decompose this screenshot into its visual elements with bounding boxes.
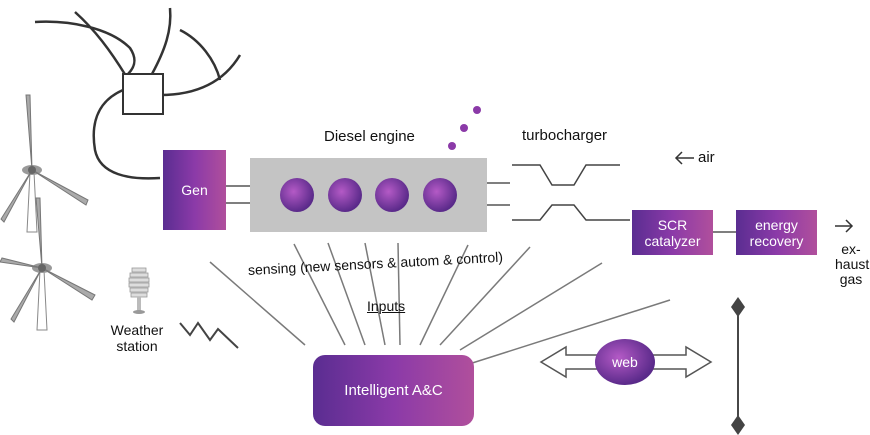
exhaust-dots xyxy=(448,106,481,150)
gen-engine-shaft xyxy=(226,185,250,204)
sensing-lines xyxy=(209,242,671,366)
wind-turbine-icon xyxy=(0,94,89,233)
diesel-engine-label: Diesel engine xyxy=(324,128,415,145)
exhaust-label-line2: haust xyxy=(835,256,870,272)
intelligent-ac-label: Intelligent A&C xyxy=(344,381,443,399)
exhaust-label-line1: ex- xyxy=(841,241,861,257)
web-node xyxy=(595,339,655,385)
engine-outlet-lines xyxy=(487,182,510,206)
generator-label: Gen xyxy=(181,182,208,198)
air-arrow-icon xyxy=(674,151,694,165)
turbocharger-label: turbocharger xyxy=(522,127,608,144)
lightning-bolt-icon xyxy=(179,321,239,349)
diamond-icon xyxy=(731,297,745,317)
exhaust-arrow-icon xyxy=(835,219,854,233)
engine-cylinder xyxy=(280,178,314,212)
energy-label-line2: recovery xyxy=(749,232,804,249)
engine-cylinder xyxy=(328,178,362,212)
inputs-label: Inputs xyxy=(367,298,406,314)
power-grid-lines xyxy=(34,7,242,180)
turbocharger-shape xyxy=(512,164,630,221)
weather-station-icon xyxy=(128,267,150,314)
energy-recovery-box: energy recovery xyxy=(736,210,817,255)
weather-label-line2: station xyxy=(116,338,158,354)
intelligent-ac-box: Intelligent A&C xyxy=(313,355,474,426)
junction-box xyxy=(122,73,164,115)
exhaust-label-line3: gas xyxy=(839,271,863,287)
engine-cylinder xyxy=(423,178,457,212)
engine-cylinder xyxy=(375,178,409,212)
weather-station-label: Weather station xyxy=(104,322,170,354)
energy-label-line1: energy xyxy=(755,216,798,233)
diamond-icon xyxy=(731,415,745,435)
generator-box: Gen xyxy=(163,150,226,230)
scr-catalyzer-box: SCR catalyzer xyxy=(632,210,713,255)
scr-label-line2: catalyzer xyxy=(644,232,701,249)
web-label: web xyxy=(612,354,638,370)
weather-label-line1: Weather xyxy=(110,322,164,338)
wind-turbine-icon xyxy=(0,197,96,331)
exhaust-gas-label: ex- haust gas xyxy=(835,241,870,287)
scr-label-line1: SCR xyxy=(657,216,688,233)
air-label: air xyxy=(698,149,715,166)
